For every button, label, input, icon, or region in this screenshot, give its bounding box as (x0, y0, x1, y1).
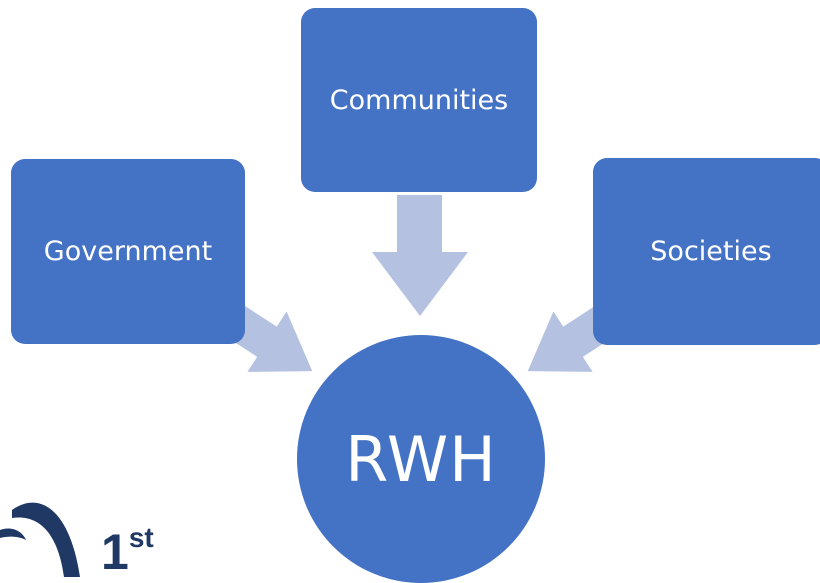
node-government-label: Government (43, 236, 213, 267)
node-communities: Communities (301, 8, 537, 192)
node-societies-label: Societies (650, 236, 772, 267)
node-government: Government (11, 159, 245, 344)
node-rwh-label: RWH (345, 422, 497, 496)
node-communities-label: Communities (329, 84, 509, 116)
logo-swoosh-icon (0, 502, 80, 577)
arrow-communities-to-rwh (372, 195, 468, 316)
ordinal-suffix: st (128, 522, 154, 553)
ordinal-mark: 1st (101, 522, 154, 580)
node-societies: Societies (593, 158, 820, 345)
node-rwh: RWH (297, 335, 545, 583)
ordinal-number: 1 (101, 524, 129, 580)
